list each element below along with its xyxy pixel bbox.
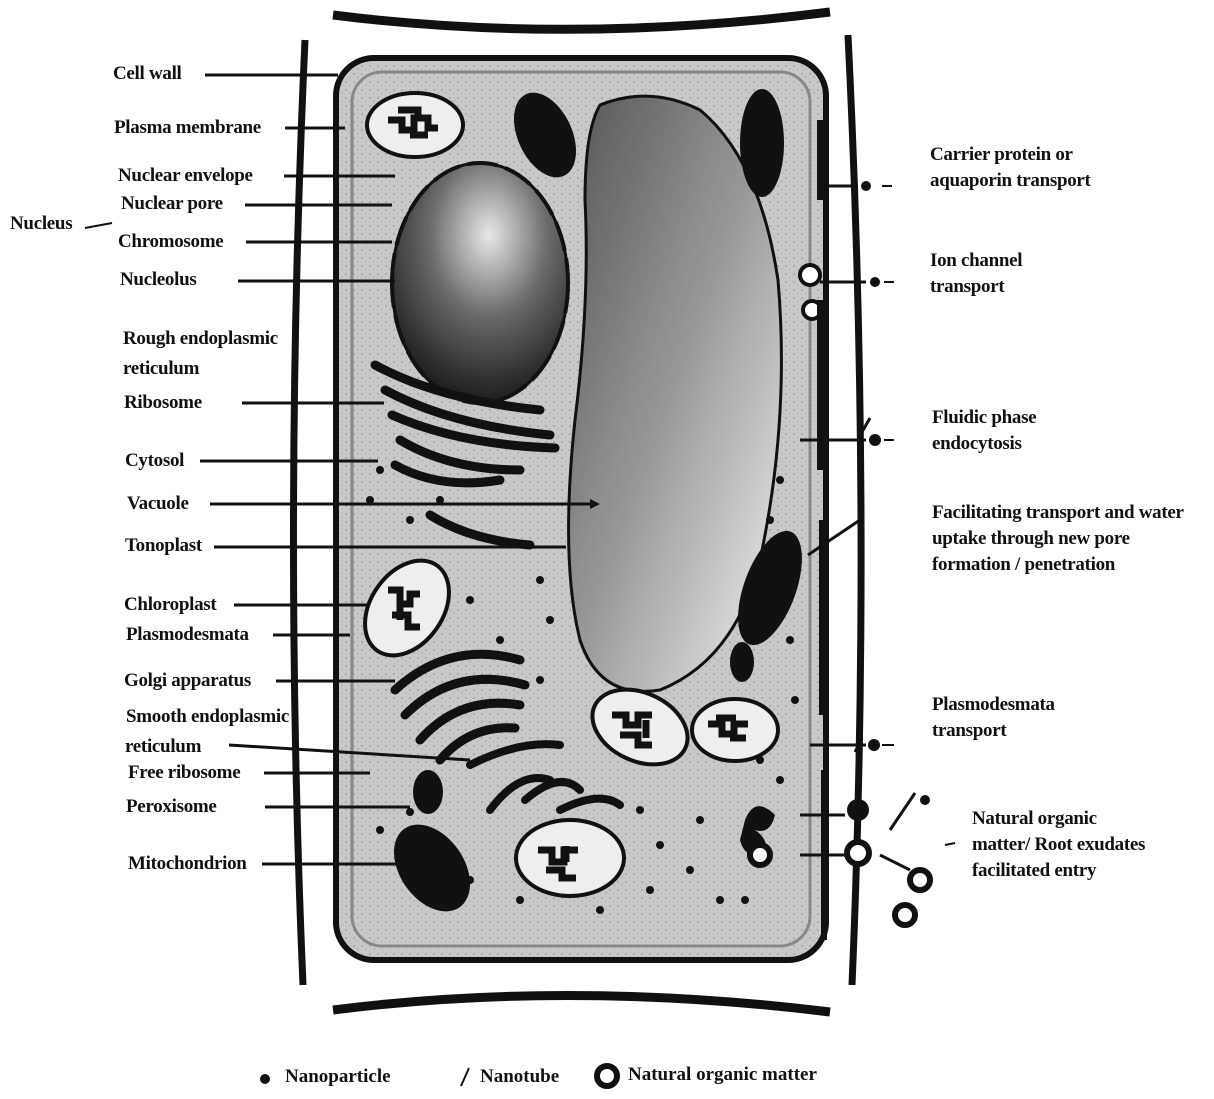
label-pd-transport-line1: Plasmodesmata <box>932 692 1055 718</box>
label-fluidic-line1: Fluidic phase <box>932 405 1036 431</box>
label-nuclear-envelope: Nuclear envelope <box>118 165 253 187</box>
label-ribosome: Ribosome <box>124 392 202 414</box>
cell-wall-bottom-arc <box>333 995 830 1012</box>
legend-nanotube: Nanotube <box>480 1066 559 1088</box>
peroxisome-shape <box>413 770 443 814</box>
label-smooth-er-line2: reticulum <box>125 736 201 758</box>
legend-nom-symbol <box>597 1066 617 1086</box>
label-natural-organic-matter: Natural organic matter/ Root exudates fa… <box>972 806 1145 884</box>
label-plasma-membrane: Plasma membrane <box>114 117 261 139</box>
external-nanoparticles <box>861 181 930 805</box>
label-facilitating-line3: formation / penetration <box>932 552 1184 578</box>
label-plasmodesmata: Plasmodesmata <box>126 624 249 646</box>
label-nucleus: Nucleus <box>10 213 72 235</box>
legend-nanoparticle-symbol <box>260 1074 270 1084</box>
label-free-ribosome: Free ribosome <box>128 762 240 784</box>
label-ion-line1: Ion channel <box>930 248 1022 274</box>
legend-natural-organic-matter: Natural organic matter <box>628 1064 817 1086</box>
label-cytosol: Cytosol <box>125 450 184 472</box>
label-chloroplast: Chloroplast <box>124 594 216 616</box>
label-facilitating-line1: Facilitating transport and water <box>932 500 1184 526</box>
label-nucleolus: Nucleolus <box>120 269 196 291</box>
label-pd-transport-line2: transport <box>932 718 1055 744</box>
label-fluidic-line2: endocytosis <box>932 431 1036 457</box>
label-smooth-er-line1: Smooth endoplasmic <box>126 706 289 728</box>
label-rough-er-line2: reticulum <box>123 358 199 380</box>
label-nom-line2: matter/ Root exudates <box>972 832 1145 858</box>
chloroplast-bottom <box>516 820 624 896</box>
label-carrier-protein: Carrier protein or aquaporin transport <box>930 142 1091 194</box>
label-nom-line1: Natural organic <box>972 806 1145 832</box>
label-carrier-line1: Carrier protein or <box>930 142 1091 168</box>
chloroplast-top-left <box>367 93 463 157</box>
label-facilitating-transport: Facilitating transport and water uptake … <box>932 500 1184 578</box>
mitochondrion-top-right <box>740 89 784 197</box>
label-ion-channel: Ion channel transport <box>930 248 1022 300</box>
label-vacuole: Vacuole <box>127 493 189 515</box>
cell-wall-top-arc <box>333 12 830 29</box>
label-nuclear-pore: Nuclear pore <box>121 193 223 215</box>
label-cell-wall: Cell wall <box>113 63 182 85</box>
label-carrier-line2: aquaporin transport <box>930 168 1091 194</box>
label-fluidic-phase: Fluidic phase endocytosis <box>932 405 1036 457</box>
label-facilitating-line2: uptake through new pore <box>932 526 1184 552</box>
label-mitochondrion: Mitochondrion <box>128 853 247 875</box>
label-nom-line3: facilitated entry <box>972 858 1145 884</box>
cell-wall-left <box>293 40 305 985</box>
label-chromosome: Chromosome <box>118 231 223 253</box>
label-plasmodesmata-transport: Plasmodesmata transport <box>932 692 1055 744</box>
label-tonoplast: Tonoplast <box>125 535 202 557</box>
label-golgi-apparatus: Golgi apparatus <box>124 670 251 692</box>
label-ion-line2: transport <box>930 274 1022 300</box>
chloroplast-right <box>692 699 778 761</box>
legend-nanotube-symbol <box>461 1068 469 1086</box>
legend-nanoparticle: Nanoparticle <box>285 1066 391 1088</box>
label-peroxisome: Peroxisome <box>126 796 217 818</box>
label-rough-er-line1: Rough endoplasmic <box>123 328 278 350</box>
